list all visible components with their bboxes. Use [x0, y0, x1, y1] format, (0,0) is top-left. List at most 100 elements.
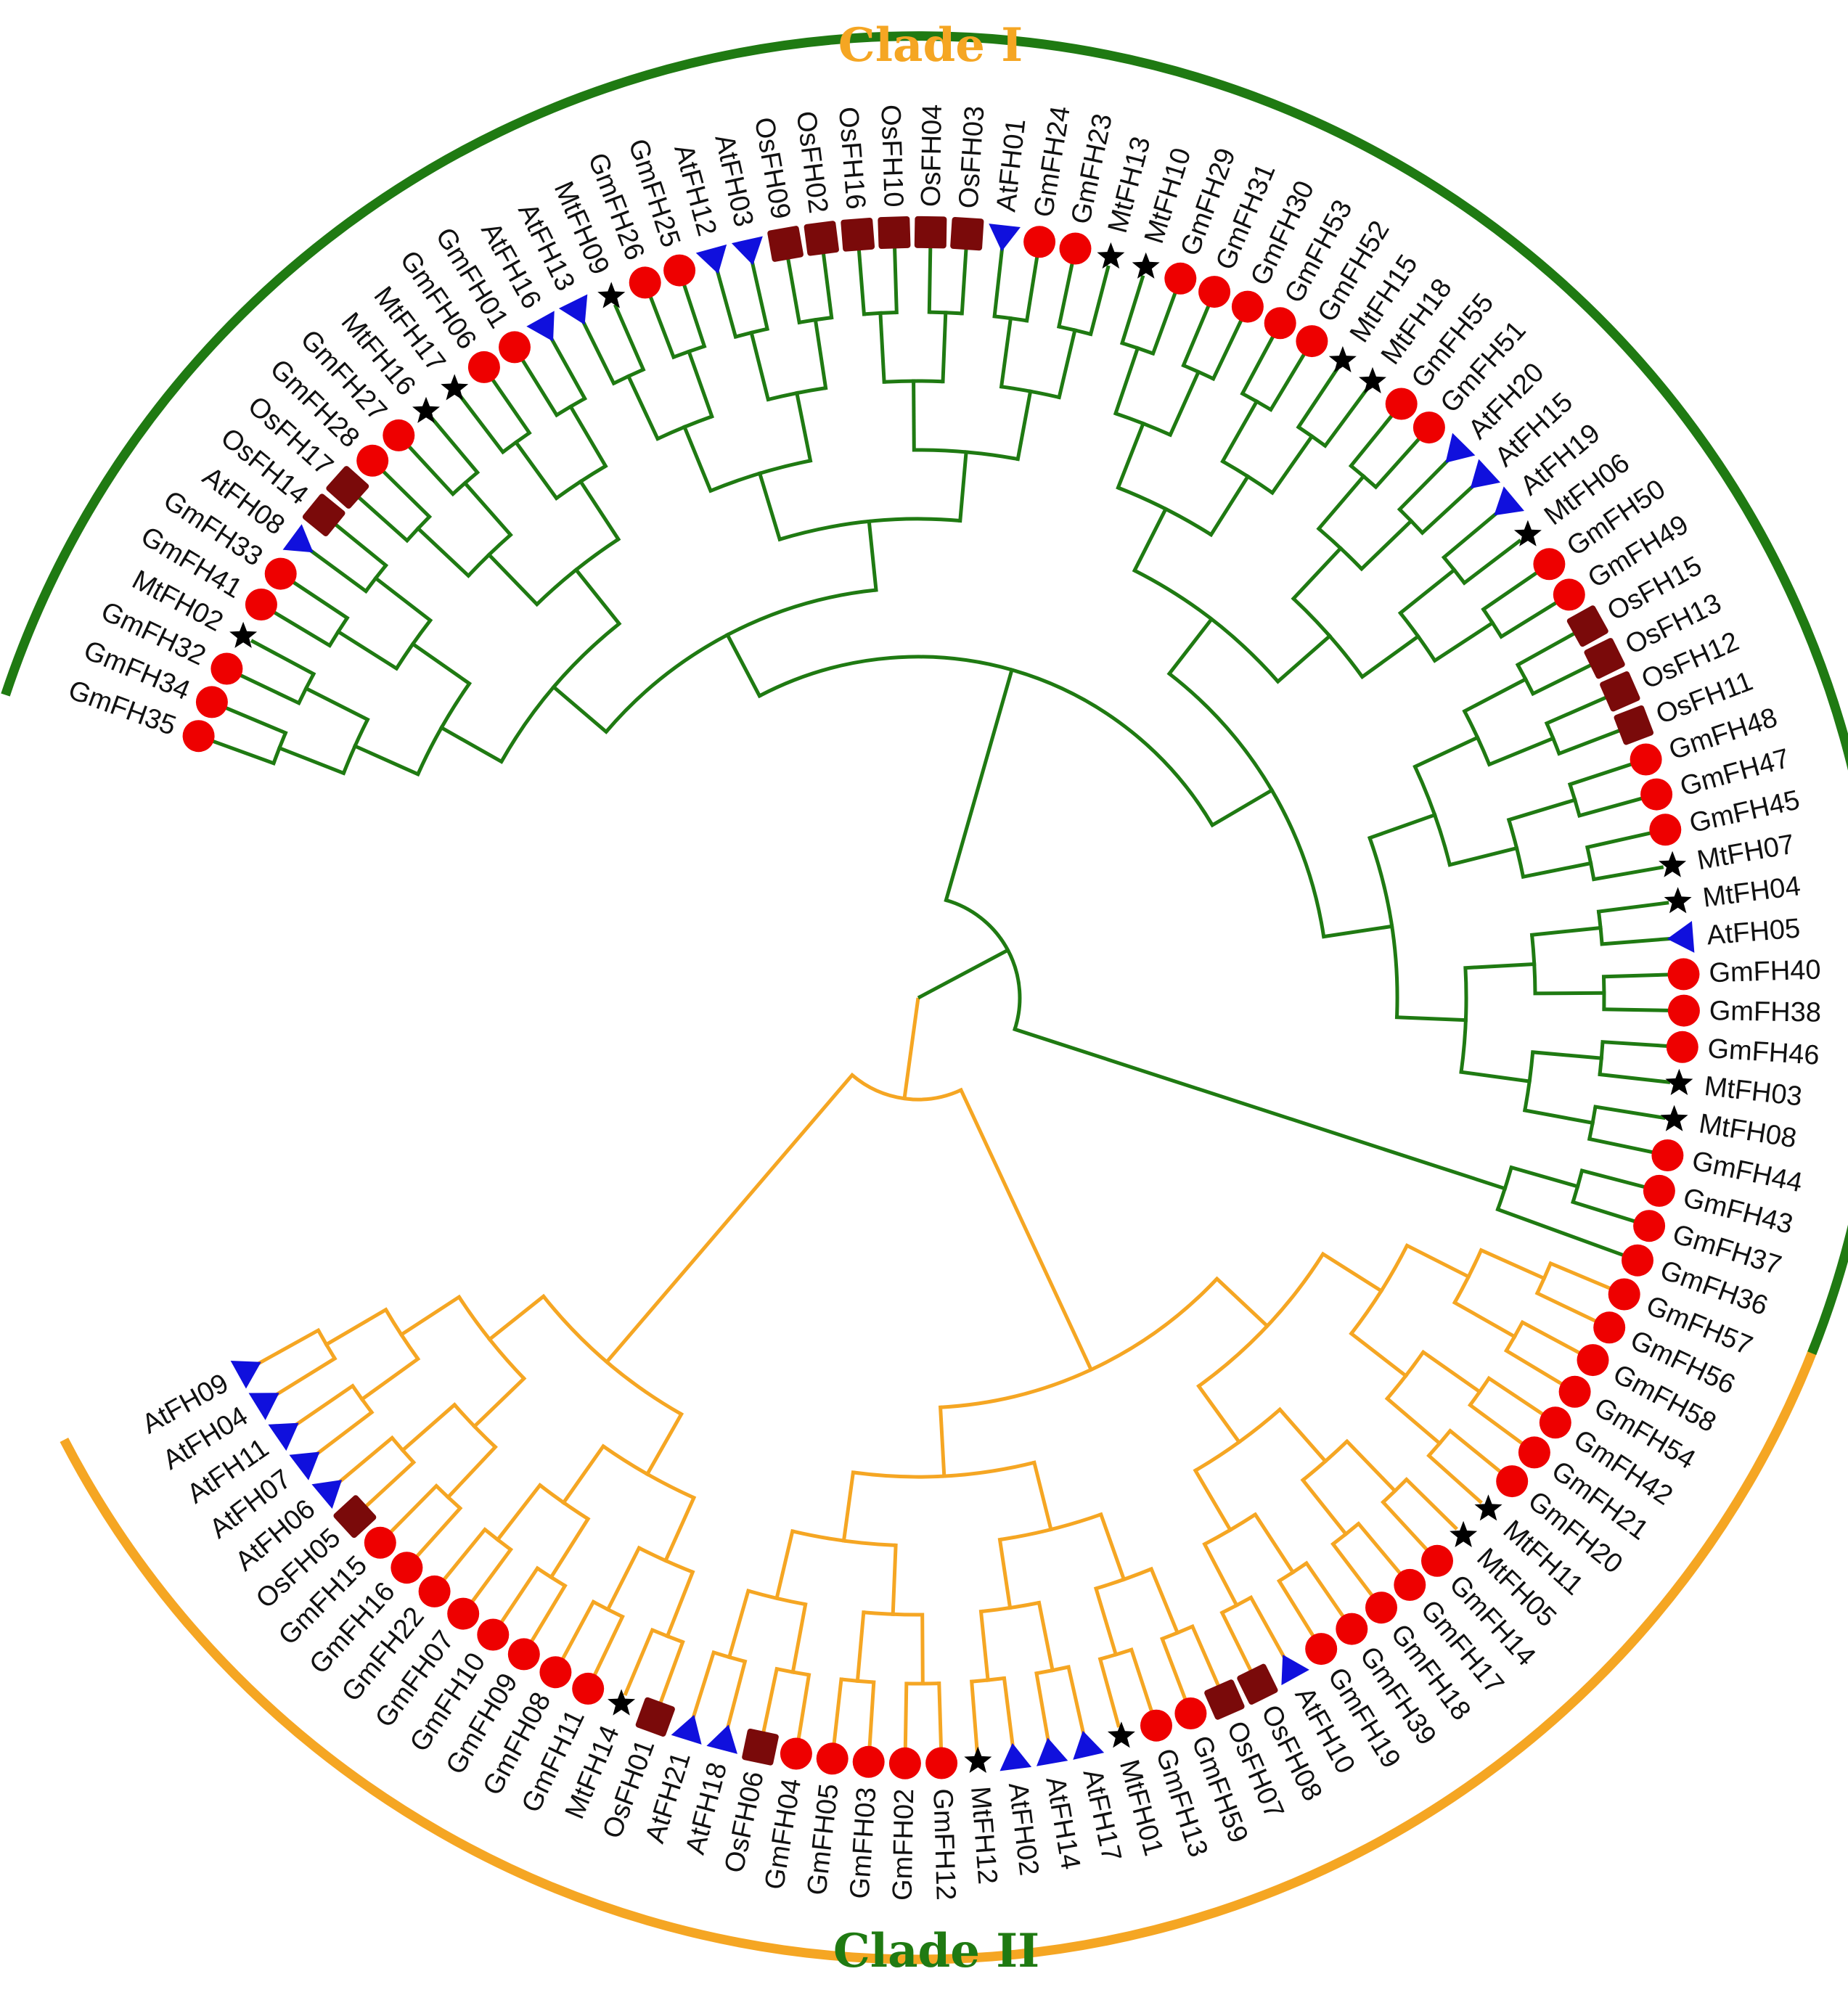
tree-branch [403, 441, 456, 497]
tree-branch [820, 247, 834, 320]
leaf-marker-mt-star-icon [1659, 851, 1687, 877]
tree-branch [867, 519, 878, 592]
tree-branch [250, 639, 316, 677]
tree-branch [1420, 483, 1476, 536]
leaf-marker-gm-circle-icon [1412, 411, 1445, 444]
tree-branch-arc [1203, 1512, 1256, 1547]
leaf-marker-gm-circle-icon [1577, 1344, 1609, 1377]
leaf-marker-gm-circle-icon [418, 1575, 451, 1607]
tree-branch [486, 552, 540, 607]
leaf-marker-mt-star-icon [1474, 1494, 1502, 1521]
tree-branch [1322, 388, 1369, 448]
tree-branch-arc [748, 1589, 806, 1607]
tree-branch [486, 1293, 547, 1343]
tree-branch [206, 737, 277, 766]
tree-branch-arc [792, 1529, 896, 1547]
leaf-marker-mt-star-icon [1132, 252, 1160, 279]
leaf-marker-at-triangle-icon [671, 1714, 702, 1745]
tree-branch-arc [798, 316, 833, 324]
leaf-marker-os-square-icon [804, 221, 839, 256]
tree-branch-arc [1182, 364, 1214, 381]
leaf-marker-mt-star-icon [1097, 242, 1125, 269]
tree-branch [1394, 1015, 1468, 1023]
tree-branch-arc [555, 464, 607, 500]
tree-branch [430, 417, 481, 475]
leaf-marker-gm-circle-icon [499, 331, 531, 364]
clade-i-title: Clade I [838, 18, 1023, 73]
leaf-marker-at-triangle-icon [989, 224, 1021, 252]
leaf-marker-gm-circle-icon [1421, 1544, 1453, 1577]
tree-branch [1159, 1636, 1190, 1706]
tree-branch [1596, 901, 1669, 914]
leaf-marker-gm-circle-icon [1539, 1406, 1571, 1439]
tree-branch [1211, 314, 1246, 382]
tree-branch-arc [1496, 1167, 1513, 1210]
tree-branch [1190, 1623, 1223, 1692]
tree-branch [867, 1680, 876, 1753]
tree-branch [1367, 812, 1437, 840]
tree-branch [1498, 597, 1563, 639]
tree-branch-arc [779, 517, 961, 541]
tree-branch [1426, 1453, 1483, 1504]
tree-branch [1214, 1276, 1270, 1329]
tree-branch [1459, 1070, 1532, 1083]
tree-branch [1487, 736, 1555, 767]
leaf-marker-gm-circle-icon [1643, 1174, 1675, 1207]
tree-branch [1276, 1578, 1318, 1642]
tree-branch [613, 303, 646, 372]
tree-branch [1467, 1402, 1529, 1449]
tree-branch-arc [1535, 1262, 1553, 1295]
tree-branch [665, 1569, 695, 1639]
tree-branch [277, 745, 346, 776]
tree-branch [1567, 761, 1638, 787]
tree-branch [937, 1681, 944, 1755]
tree-branch-arc [981, 1601, 1039, 1614]
leaf-marker-mt-star-icon [1107, 1721, 1135, 1748]
tree-branch-arc [364, 564, 388, 593]
leaf-marker-at-triangle-icon [1470, 459, 1501, 489]
tree-branch-arc [1602, 976, 1606, 1009]
tree-branch-arc [1036, 1665, 1069, 1676]
tree-branch [1129, 1647, 1156, 1718]
tree-branch-arc [395, 619, 432, 670]
leaf-marker-os-square-icon [878, 216, 911, 250]
leaf-marker-os-square-icon [1600, 671, 1640, 712]
tree-branch [1056, 257, 1076, 329]
tree-branch-arc [1530, 934, 1537, 994]
tree-branch [1321, 924, 1394, 939]
leaf-marker-os-square-icon [635, 1697, 675, 1737]
leaf-marker-gm-circle-icon [1140, 1709, 1172, 1742]
leaf-marker-gm-circle-icon [1518, 1436, 1550, 1469]
tree-branch-arc [1221, 1596, 1252, 1615]
tree-branch [1529, 925, 1603, 937]
tree-branch [558, 1599, 596, 1666]
tree-branch-arc [883, 379, 944, 384]
tree-branch [568, 403, 608, 469]
leaf-marker-gm-circle-icon [1365, 1592, 1397, 1624]
leaf-marker-os-square-icon [302, 493, 346, 537]
tree-branch [1219, 1610, 1256, 1677]
tree-branch-arc [1277, 1561, 1308, 1583]
tree-branch-arc [328, 617, 349, 647]
tree-branch [1193, 1467, 1233, 1533]
leaf-marker-os-square-icon [841, 217, 875, 252]
tree-branch-arc [1505, 1321, 1524, 1352]
tree-branch-arc [735, 327, 768, 339]
tree-branch [686, 349, 714, 419]
tree-branch [656, 1639, 685, 1710]
tree-branch [1119, 274, 1145, 345]
tree-branch [573, 567, 622, 626]
tree-branch [749, 330, 771, 402]
tree-branch [462, 480, 513, 538]
leaf-marker-gm-circle-icon [629, 266, 661, 299]
leaf-marker-gm-circle-icon [1385, 388, 1418, 420]
tree-branch [1268, 348, 1309, 412]
tree-branch-arc [605, 588, 877, 734]
tree-branch-arc [483, 1528, 512, 1552]
tree-branch [360, 1459, 417, 1512]
tree-branch [1291, 545, 1344, 602]
leaf-marker-os-square-icon [1584, 638, 1625, 679]
tree-branch [856, 243, 867, 316]
tree-branch [1320, 1251, 1384, 1294]
leaf-marker-gm-circle-icon [1164, 262, 1197, 295]
